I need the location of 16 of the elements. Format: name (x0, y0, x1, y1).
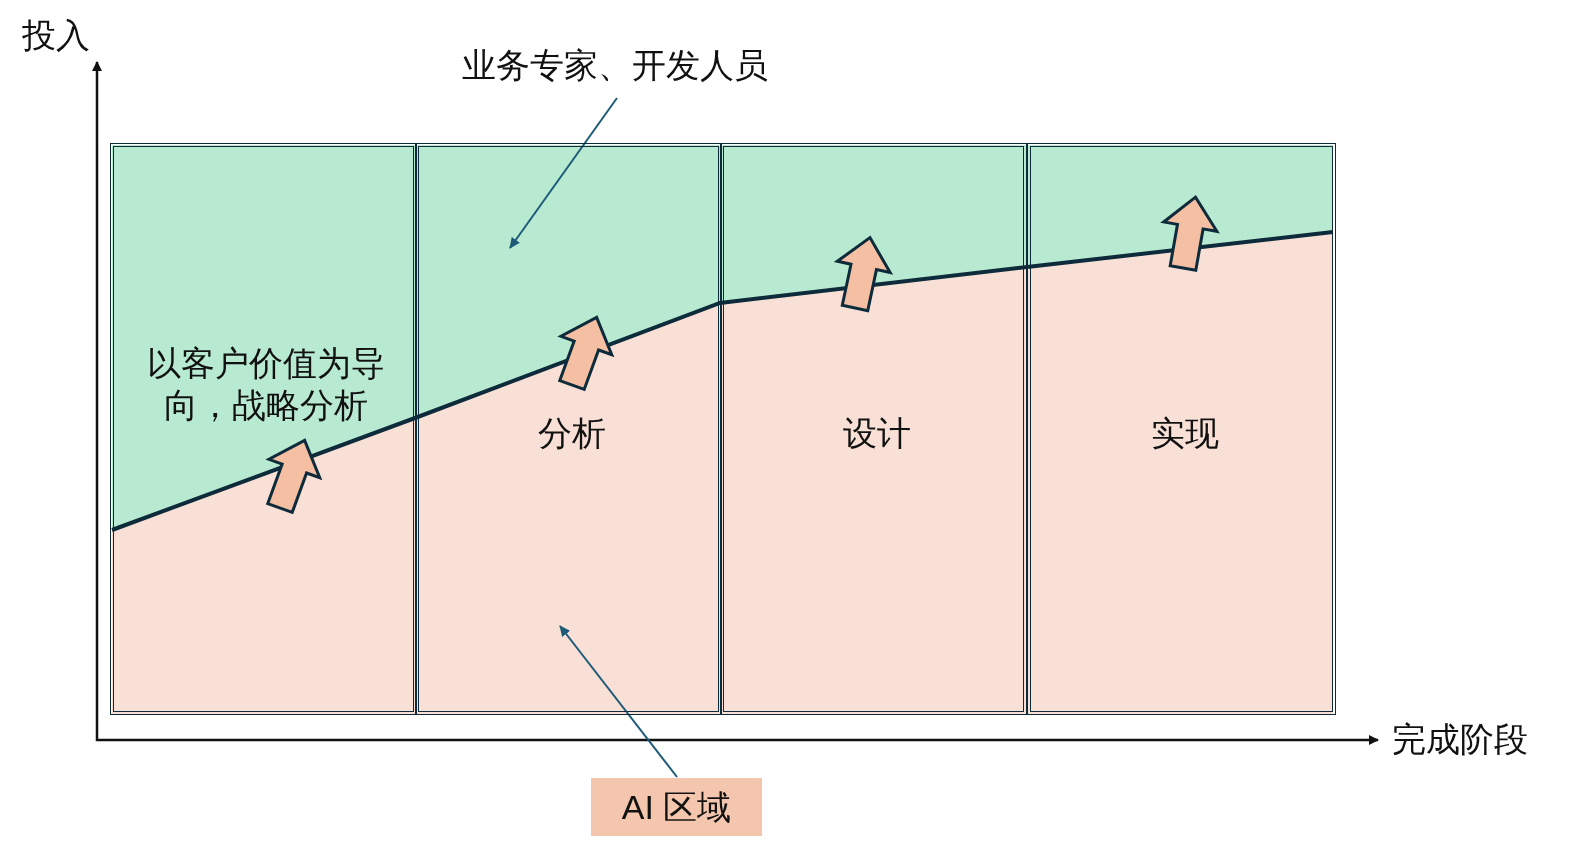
stage-label: 分析 (537, 414, 606, 452)
callout-text: 业务专家、开发人员 (440, 44, 790, 86)
axis-label: 投入 (22, 15, 90, 56)
leader-line (509, 97, 618, 249)
stage-label: 以客户价值为导向，战略分析 (147, 344, 385, 424)
axis-label: 完成阶段 (1392, 719, 1528, 760)
expert-region (112, 145, 1333, 530)
stage-label: 实现 (1150, 414, 1219, 452)
stage-column (1027, 143, 1336, 715)
ai-region (112, 232, 1333, 714)
leader-line (559, 625, 678, 778)
stage-column (415, 143, 722, 715)
callout-box: AI 区域 (591, 778, 762, 836)
stage-column (720, 143, 1027, 715)
stage-column (110, 143, 417, 715)
stage-label: 设计 (842, 414, 911, 452)
